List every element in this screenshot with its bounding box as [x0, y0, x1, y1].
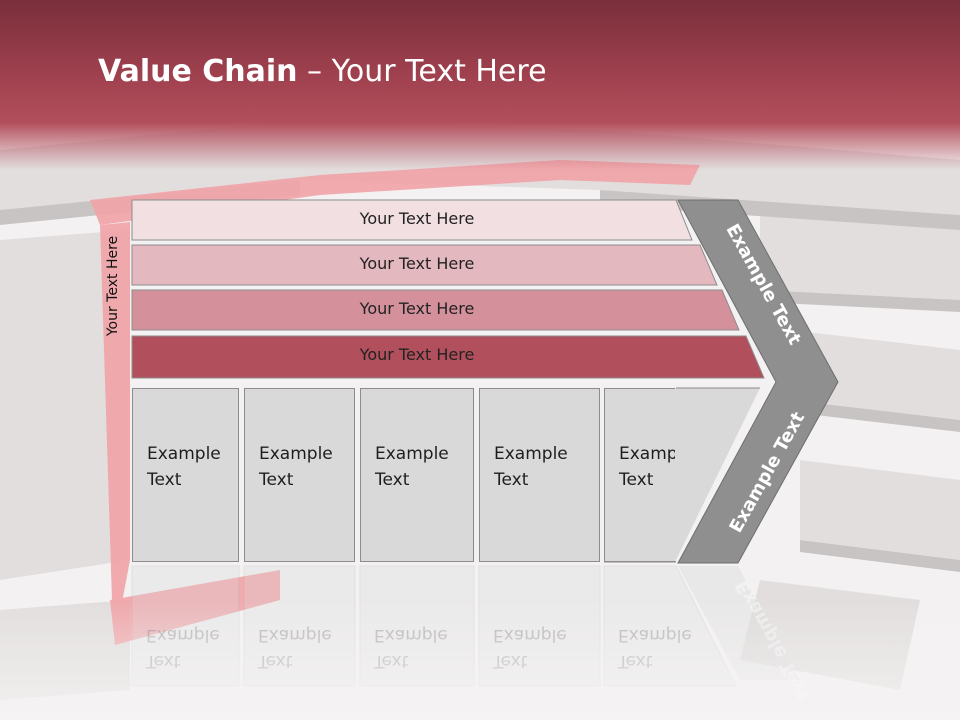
bottom-fade — [0, 600, 960, 720]
title-rest: – Your Text Here — [297, 54, 547, 89]
band-3-label: Your Text Here — [359, 299, 475, 318]
band-2-label: Your Text Here — [359, 254, 475, 273]
title-bold: Value Chain — [98, 54, 298, 89]
slide-title: Value Chain – Your Text Here — [98, 54, 547, 89]
header-band — [0, 0, 960, 170]
band-1-label: Your Text Here — [359, 209, 475, 228]
band-4-label: Your Text Here — [359, 345, 475, 364]
